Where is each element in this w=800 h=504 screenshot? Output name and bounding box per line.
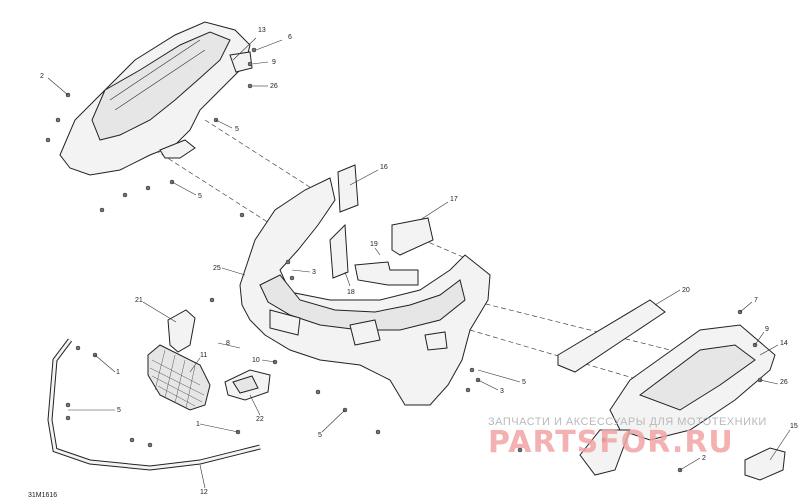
leader-lines [47,37,791,489]
right-skid-part [579,324,776,476]
callout-22: 22 [256,416,264,423]
mesh-grille-part [147,344,211,411]
vent-part [224,369,271,401]
callout-11: 11 [200,352,207,359]
light-cover-part [744,447,786,481]
callout-1: 1 [196,421,200,428]
callout-18: 18 [347,289,355,296]
left-bracket-part [167,309,196,353]
callout-10: 10 [252,357,260,364]
callout-14: 14 [780,340,788,347]
front-bumper-part [239,177,491,406]
upper-cover-part [59,21,253,176]
callout-2: 2 [40,73,44,80]
callout-9: 9 [272,59,276,66]
callout-3: 3 [312,269,316,276]
callout-3: 3 [500,388,504,395]
watermark-brand: PARTSFOR.RU [488,425,734,460]
callout-16: 16 [380,164,388,171]
callout-5: 5 [117,407,121,414]
callout-15: 15 [790,423,798,430]
callout-5: 5 [318,432,322,439]
callout-7: 7 [754,297,758,304]
callout-17: 17 [450,196,458,203]
bumper-tube-part [47,338,261,471]
callout-8: 8 [226,340,230,347]
callout-21: 21 [135,297,143,304]
callout-19: 19 [370,241,378,248]
callout-5: 5 [522,379,526,386]
callout-26: 26 [270,83,278,90]
callout-2: 2 [702,455,706,462]
diagram-code: 31M1616 [28,492,57,499]
watermark: ЗАПЧАСТИ И АКСЕССУАРЫ ДЛЯ МОТОТЕХНИКИ PA… [488,416,767,460]
watermark-tagline: ЗАПЧАСТИ И АКСЕССУАРЫ ДЛЯ МОТОТЕХНИКИ [488,416,767,428]
callout-5: 5 [198,193,202,200]
callout-1: 1 [116,369,120,376]
callout-12: 12 [200,489,208,496]
long-pad-part [557,299,666,373]
callout-labels: 13 6 9 26 2 5 5 16 17 19 18 25 3 20 7 9 … [40,27,798,496]
callout-9: 9 [765,326,769,333]
callout-5: 5 [235,126,239,133]
callout-20: 20 [682,287,690,294]
callout-26: 26 [780,379,788,386]
pads-parts [329,164,434,286]
callout-25: 25 [213,265,221,272]
callout-13: 13 [258,27,266,34]
callout-6: 6 [288,34,292,41]
